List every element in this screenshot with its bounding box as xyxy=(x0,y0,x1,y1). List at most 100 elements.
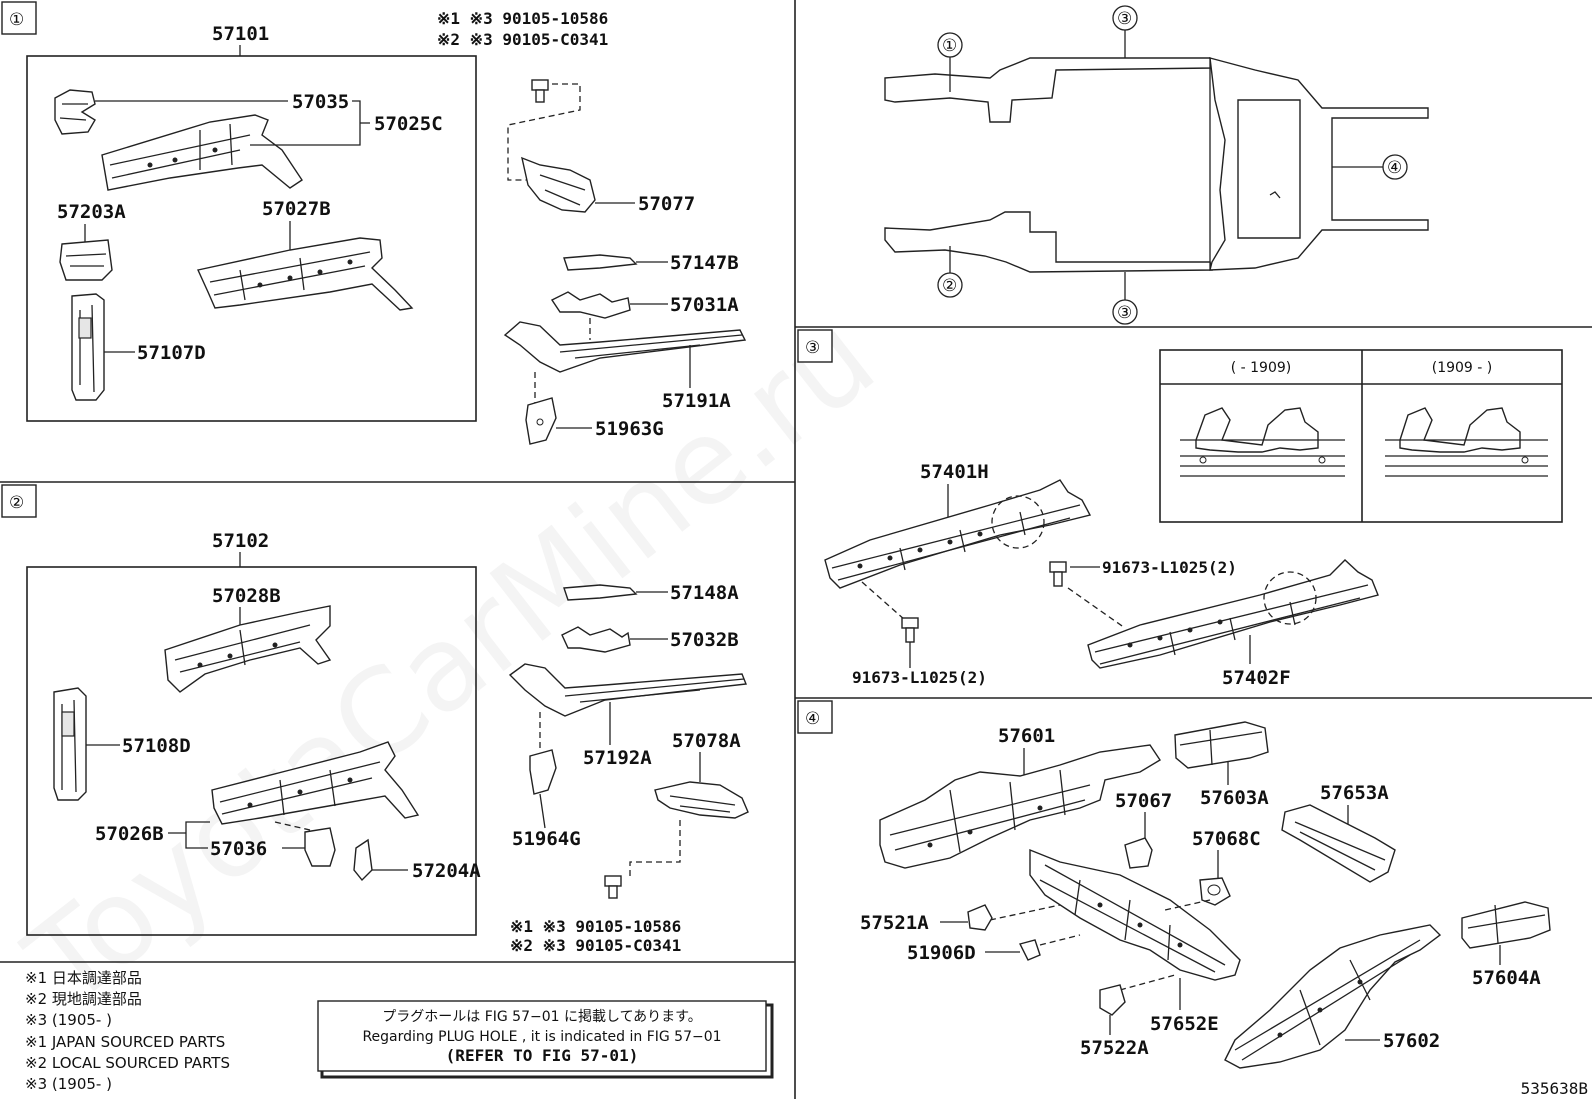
section-badge-4: ④ xyxy=(797,700,833,734)
part-57107d xyxy=(71,293,105,401)
label-57108d: 57108D xyxy=(122,735,191,757)
label-57102: 57102 xyxy=(212,530,269,552)
section-4: 57601 57603A 57653A 57067 57068C 57 xyxy=(860,721,1551,1069)
label-57032b: 57032B xyxy=(670,629,739,651)
part-57402f xyxy=(1087,559,1379,669)
part-57035 xyxy=(54,89,96,135)
overview-callout-3a: ③ xyxy=(1117,9,1132,29)
detail-header-left: ( - 1909) xyxy=(1231,360,1292,376)
label-57101: 57101 xyxy=(212,23,269,45)
legend-line-2: ※2 現地調達部品 xyxy=(25,990,142,1008)
bolt-91673-right xyxy=(1049,561,1067,587)
label-57192a: 57192A xyxy=(583,747,652,769)
label-57067: 57067 xyxy=(1115,790,1172,812)
bolt-90105-2 xyxy=(604,875,622,899)
legend-line-6: ※3 (1905- ) xyxy=(25,1075,112,1093)
part-57653a xyxy=(1281,804,1396,883)
part-57067 xyxy=(1124,837,1153,869)
section-badge-2: ② xyxy=(1,484,37,518)
figure-id: 535638B xyxy=(1521,1079,1588,1098)
label-57147b: 57147B xyxy=(670,252,739,274)
plug-hole-note: プラグホールは FIG 57−01 に掲載してあります。 Regarding P… xyxy=(317,1000,774,1079)
label-57036: 57036 xyxy=(210,838,267,860)
part-57521a xyxy=(967,904,993,931)
overview-upper-rail xyxy=(884,57,1213,123)
section-1: 57101 57035 57025C 57203A 57027B 57107D xyxy=(26,9,747,445)
part-57108d xyxy=(53,687,87,801)
svg-text:②: ② xyxy=(9,493,24,513)
legend-line-3: ※3 (1905- ) xyxy=(25,1011,112,1029)
overview-callout-3b: ③ xyxy=(1117,303,1132,323)
label-57078a: 57078A xyxy=(672,730,741,752)
svg-text:④: ④ xyxy=(805,709,820,729)
svg-text:①: ① xyxy=(9,10,24,30)
part-57025c xyxy=(101,114,303,191)
legend: ※1 日本調達部品 ※2 現地調達部品 ※3 (1905- ) ※1 JAPAN… xyxy=(25,969,230,1093)
overview-lower-rail xyxy=(884,211,1213,273)
part-57601 xyxy=(879,744,1161,869)
part-57027b xyxy=(197,237,414,311)
label-bolt-91673-lower: 91673-L1025(2) xyxy=(852,668,987,687)
label-57027b: 57027B xyxy=(262,198,331,220)
bolt-90105-1 xyxy=(531,79,549,103)
bolt-note-2b: ※2 ※3 90105-C0341 xyxy=(510,936,681,955)
section-2: 57102 57028B 57108D 57026B 57036 57204A xyxy=(26,530,749,955)
part-57068c xyxy=(1199,877,1231,906)
part-57077 xyxy=(521,156,596,213)
bolt-note-2a: ※1 ※3 90105-10586 xyxy=(510,917,681,936)
label-57601: 57601 xyxy=(998,725,1055,747)
label-bolt-91673-upper: 91673-L1025(2) xyxy=(1102,558,1237,577)
watermark: ToyotaCarMine.ru xyxy=(1,289,899,1033)
label-57203a: 57203A xyxy=(57,201,126,223)
part-57148a xyxy=(563,584,638,601)
part-57191a xyxy=(503,321,747,373)
label-57148a: 57148A xyxy=(670,582,739,604)
label-57031a: 57031A xyxy=(670,294,739,316)
bolt-91673-upper xyxy=(901,617,919,643)
legend-line-1: ※1 日本調達部品 xyxy=(25,969,142,987)
overview-callout-1: ① xyxy=(942,36,957,56)
label-51963g: 51963G xyxy=(595,418,664,440)
label-57204a: 57204A xyxy=(412,860,481,882)
overview-callout-2: ② xyxy=(942,276,957,296)
overview-callout-4: ④ xyxy=(1387,158,1402,178)
plug-note-line-3: (REFER TO FIG 57-01) xyxy=(446,1046,639,1065)
label-57401h: 57401H xyxy=(920,461,989,483)
part-57522a xyxy=(1099,984,1126,1016)
part-57028b xyxy=(164,605,332,693)
label-57653a: 57653A xyxy=(1320,782,1389,804)
label-57522a: 57522A xyxy=(1080,1037,1149,1059)
bolt-note-1b: ※2 ※3 90105-C0341 xyxy=(437,30,608,49)
label-57604a: 57604A xyxy=(1472,967,1541,989)
part-57603a xyxy=(1174,721,1269,769)
detail-left-profile xyxy=(1180,407,1345,477)
part-57032b xyxy=(561,626,631,653)
svg-text:③: ③ xyxy=(805,338,820,358)
part-57036 xyxy=(304,827,336,867)
label-57602: 57602 xyxy=(1383,1030,1440,1052)
detail-header-right: (1909 - ) xyxy=(1432,360,1493,376)
part-51963g xyxy=(525,397,557,445)
frame-overview: ① ② ③ ③ ④ xyxy=(884,5,1429,325)
label-57026b: 57026B xyxy=(95,823,164,845)
label-51906d: 51906D xyxy=(907,942,976,964)
label-57025c: 57025C xyxy=(374,113,443,135)
plug-note-line-2: Regarding PLUG HOLE , it is indicated in… xyxy=(362,1029,721,1045)
label-57077: 57077 xyxy=(638,193,695,215)
part-57147b xyxy=(563,254,638,271)
part-57031a xyxy=(550,291,631,319)
detail-right-profile xyxy=(1385,407,1548,477)
part-57604a xyxy=(1461,901,1551,949)
label-57068c: 57068C xyxy=(1192,828,1261,850)
label-51964g: 51964G xyxy=(512,828,581,850)
part-51906d xyxy=(1018,939,1041,961)
bolt-note-1a: ※1 ※3 90105-10586 xyxy=(437,9,608,28)
label-57028b: 57028B xyxy=(212,585,281,607)
legend-line-5: ※2 LOCAL SOURCED PARTS xyxy=(25,1054,230,1072)
part-57204a xyxy=(353,838,373,882)
plug-note-line-1: プラグホールは FIG 57−01 に掲載してあります。 xyxy=(382,1009,702,1025)
section-badge-1: ① xyxy=(1,1,37,35)
legend-line-4: ※1 JAPAN SOURCED PARTS xyxy=(25,1033,225,1051)
part-51964g xyxy=(529,749,557,795)
